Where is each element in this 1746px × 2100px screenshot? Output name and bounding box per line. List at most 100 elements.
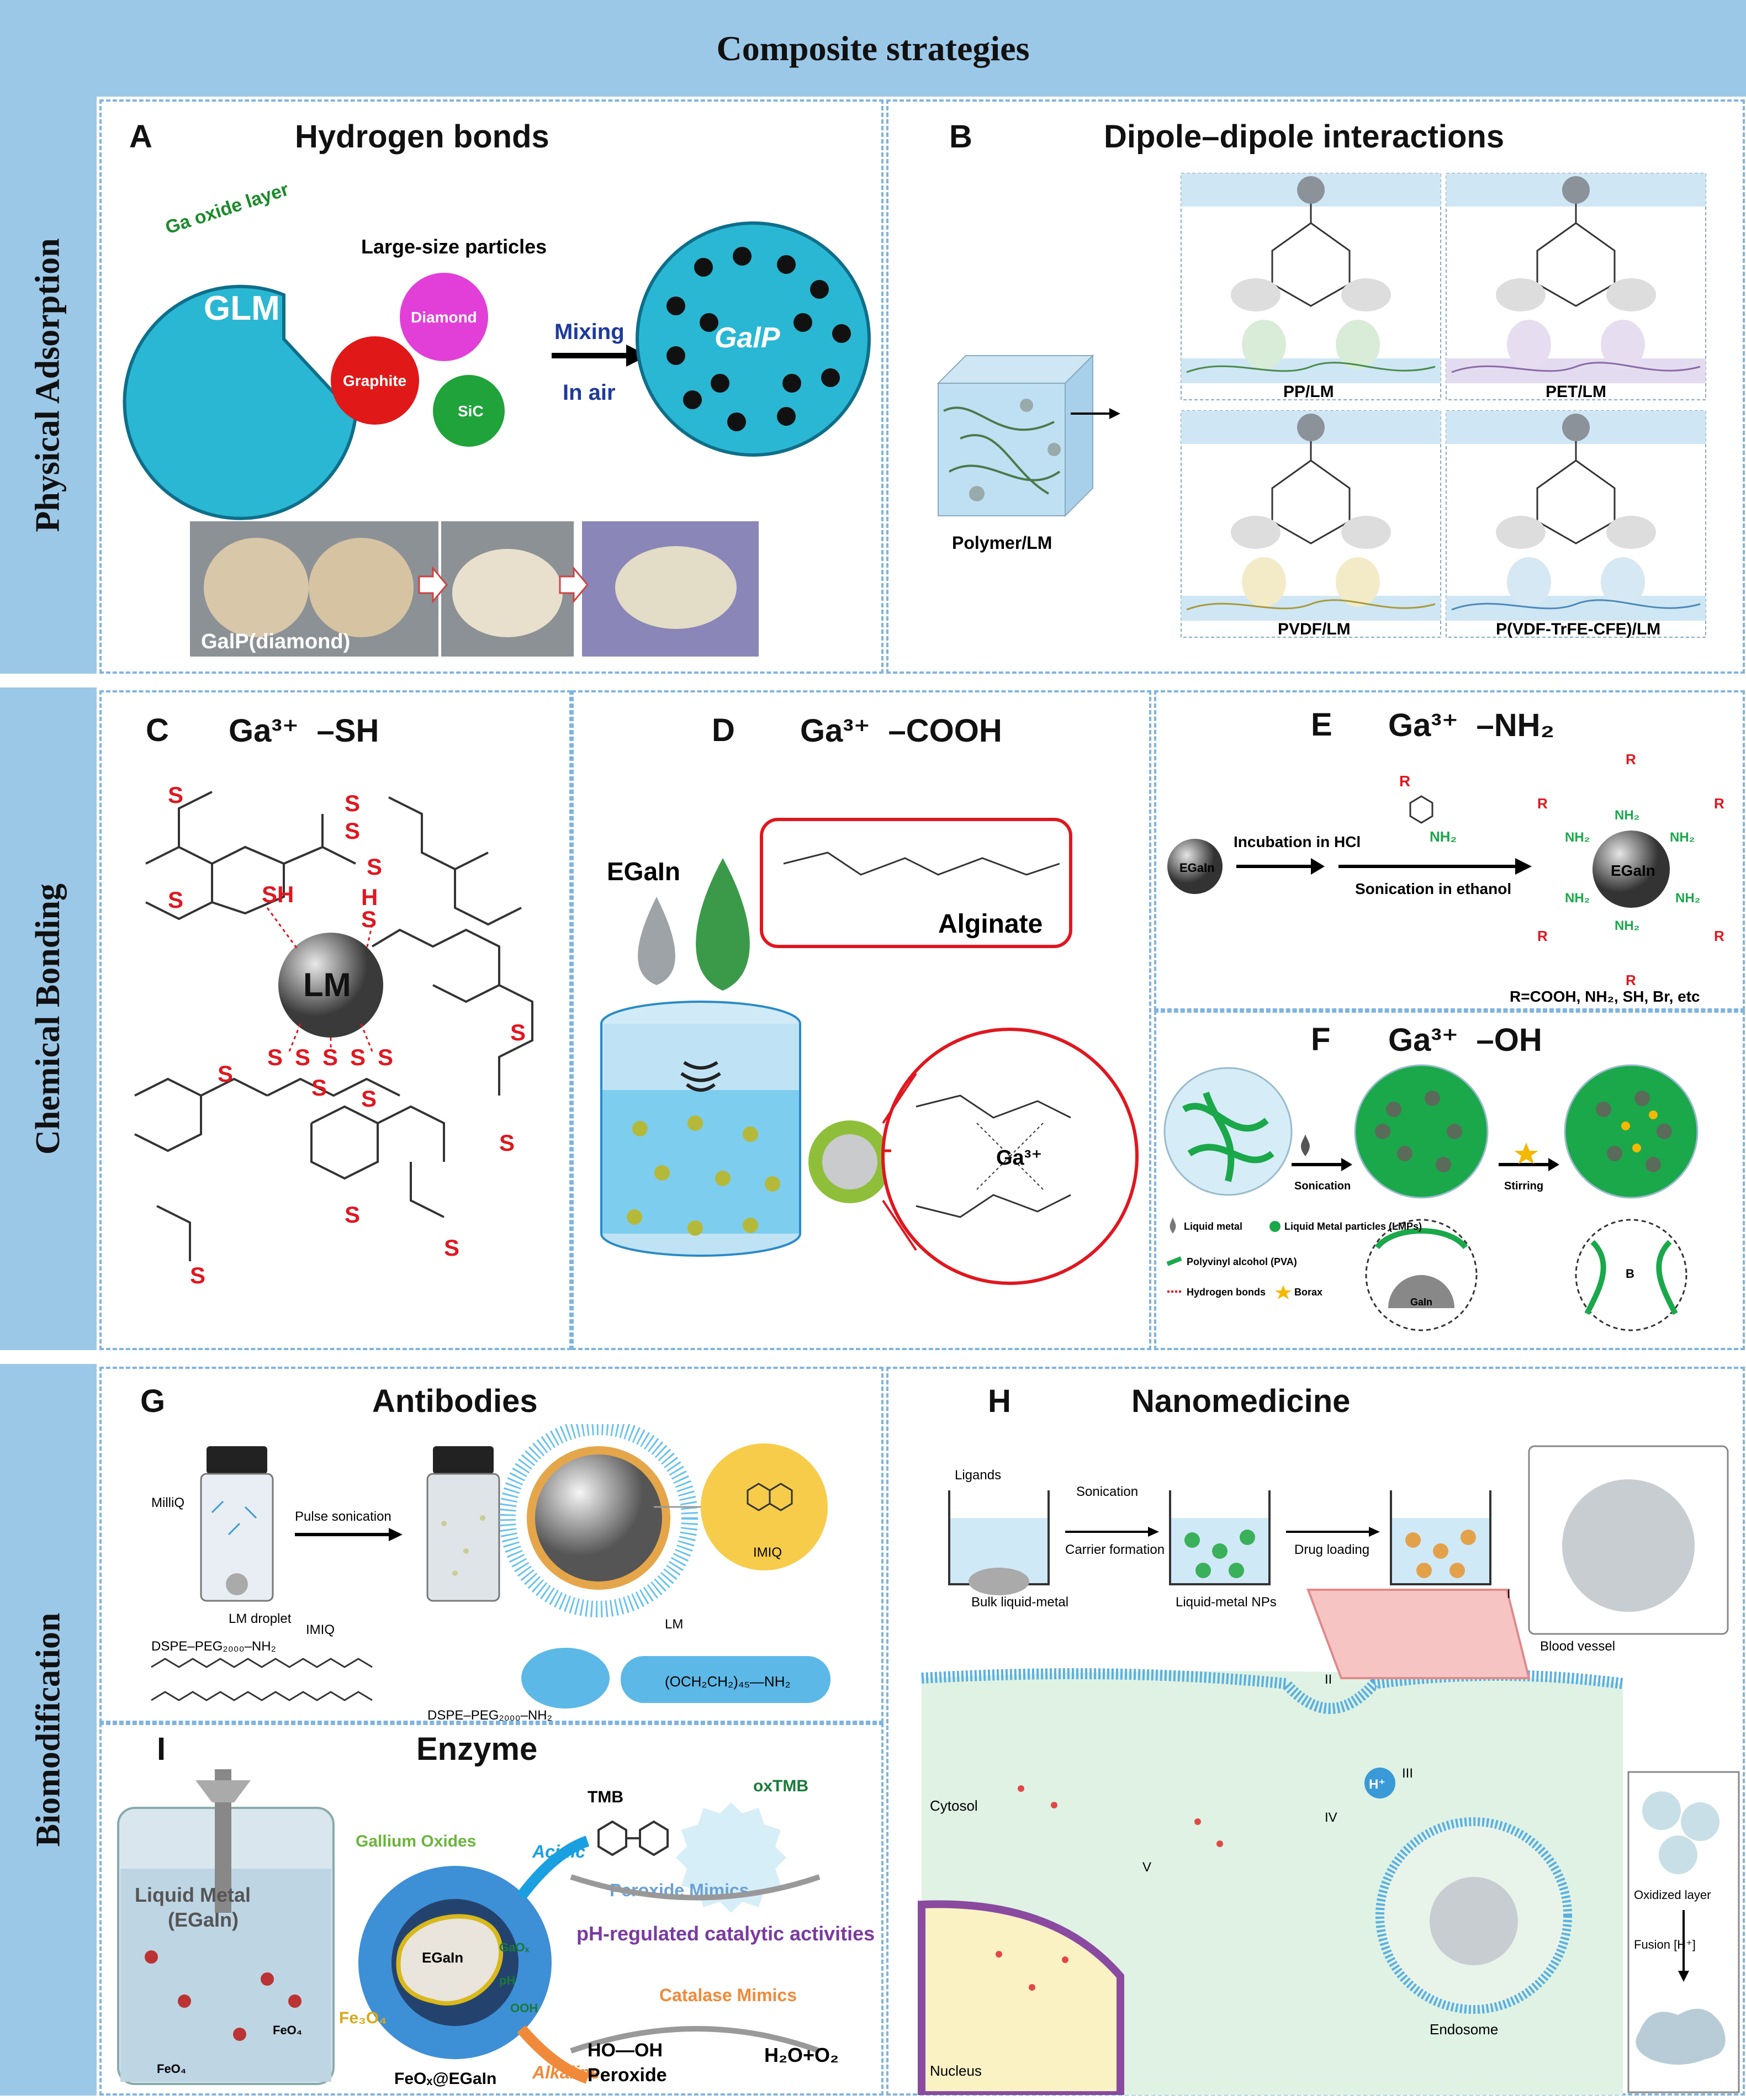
nucleus bbox=[918, 1900, 1124, 2095]
svg-text:S: S bbox=[350, 1044, 366, 1070]
ph-label: pH-regulated catalytic activities bbox=[576, 1922, 875, 1945]
r-groups: RRR RRR bbox=[1537, 751, 1724, 988]
panel-b-diagram: Polymer/LM PP/LM PET/LM bbox=[937, 173, 1706, 638]
panel-d-diagram: EGaIn Alginate Ga³⁺ bbox=[600, 818, 1139, 1285]
svg-text:SH: SH bbox=[262, 881, 294, 907]
acidic-label: Acidic bbox=[532, 1842, 585, 1861]
feox-label: FeOₓ@EGaIn bbox=[394, 2070, 496, 2088]
svg-text:Polyvinyl alcohol (PVA): Polyvinyl alcohol (PVA) bbox=[1187, 1256, 1297, 1267]
svg-text:R: R bbox=[1537, 928, 1548, 944]
svg-text:H: H bbox=[361, 884, 378, 910]
stirring-label: Stirring bbox=[1504, 1180, 1543, 1192]
lipid-tail-2 bbox=[151, 1691, 373, 1701]
svg-text:S: S bbox=[345, 818, 360, 844]
panel-letter: G bbox=[140, 1383, 166, 1419]
fused-cloud bbox=[1636, 2008, 1726, 2065]
blood-vessel bbox=[1306, 1589, 1531, 1679]
svg-text:R: R bbox=[1626, 751, 1636, 768]
pulse-label: Pulse sonication bbox=[295, 1509, 391, 1524]
sonication-label: Sonication bbox=[1294, 1180, 1351, 1192]
alginate-box bbox=[760, 818, 1072, 948]
mixing-label: Mixing bbox=[554, 320, 625, 344]
glm-shape bbox=[123, 284, 358, 520]
svg-text:R: R bbox=[1714, 795, 1724, 812]
svg-text:pH: pH bbox=[499, 1974, 515, 1987]
dspe-label: DSPE–PEG₂₀₀₀–NH₂ bbox=[427, 1708, 552, 1722]
panel-letter: H bbox=[988, 1383, 1011, 1419]
svg-text:S: S bbox=[218, 1061, 233, 1087]
egain-sphere-end bbox=[1592, 831, 1670, 908]
svg-text:FeO₄: FeO₄ bbox=[157, 2062, 186, 2076]
diamond-particle bbox=[400, 273, 488, 361]
svg-text:NH₂: NH₂ bbox=[1670, 830, 1695, 845]
carrier-label: Carrier formation bbox=[1065, 1542, 1165, 1557]
svg-text:NH₂: NH₂ bbox=[1615, 918, 1639, 933]
panel-e-diagram: EGaIn Incubation in HCl R NH₂ Sonication… bbox=[1167, 751, 1724, 1005]
panel-title: Ga³⁺ –COOH bbox=[800, 713, 1002, 749]
zoom-borax bbox=[1575, 1219, 1687, 1331]
glove-galp bbox=[615, 546, 737, 629]
r-definition: R=COOH, NH₂, SH, Br, etc bbox=[1510, 988, 1700, 1005]
peroxide-label: Peroxide bbox=[588, 2065, 667, 2086]
oxtmb-burst bbox=[676, 1802, 786, 1913]
svg-text:R: R bbox=[1399, 773, 1410, 790]
panel-e: E Ga³⁺ –NH₂ EGaIn Incubation in HCl R NH… bbox=[1154, 690, 1745, 1011]
svg-text:NH₂: NH₂ bbox=[1430, 828, 1457, 845]
panel-d: D Ga³⁺ –COOH EGaIn Alginate Ga³⁺ bbox=[572, 690, 1151, 1350]
alkaline-label: Alkaline bbox=[532, 2062, 600, 2082]
polymer-chains bbox=[943, 406, 1061, 495]
galp-ball-2 bbox=[309, 538, 414, 637]
svg-text:I: I bbox=[1507, 1586, 1511, 1601]
svg-text:S: S bbox=[367, 854, 382, 880]
egain-sphere-start bbox=[1167, 839, 1223, 894]
cell-pet: PET/LM bbox=[1446, 173, 1706, 401]
panel-title: Hydrogen bonds bbox=[295, 119, 549, 155]
svg-text:Borax: Borax bbox=[1294, 1287, 1322, 1298]
hooh-label: HO—OH bbox=[588, 2040, 663, 2061]
fusion-label: Fusion [H⁺] bbox=[1634, 1938, 1696, 1951]
panel-letter: C bbox=[146, 712, 169, 748]
photo-arrow-1 bbox=[418, 565, 448, 604]
svg-text:S: S bbox=[499, 1130, 515, 1156]
svg-text:Liquid Metal particles (LMPs): Liquid Metal particles (LMPs) bbox=[1284, 1221, 1422, 1232]
route-labels: I II III IV V bbox=[1142, 1586, 1511, 1875]
svg-text:Liquid metal: Liquid metal bbox=[1184, 1221, 1242, 1232]
section-chemical: Chemical Bonding bbox=[0, 687, 97, 1350]
drug-dots bbox=[996, 1785, 1223, 1991]
panel-title: Ga³⁺ –SH bbox=[229, 713, 379, 749]
hydrogel-network bbox=[1564, 1064, 1699, 1199]
tmb-molecule bbox=[597, 1820, 669, 1856]
cell-pvdf: PVDF/LM bbox=[1181, 410, 1441, 638]
panel-b: B Dipole–dipole interactions Polymer/LM … bbox=[886, 99, 1745, 674]
alginate-label: Alginate bbox=[938, 909, 1043, 939]
beaker-2 bbox=[1169, 1490, 1271, 1585]
galp-ball-1 bbox=[204, 538, 309, 637]
svg-text:H⁺: H⁺ bbox=[1369, 1777, 1385, 1792]
cube-label: Polymer/LM bbox=[952, 533, 1052, 553]
gallium-label: Gallium Oxides bbox=[356, 1832, 476, 1850]
oxide-label: Ga oxide layer bbox=[163, 179, 292, 239]
vessel-label: Blood vessel bbox=[1540, 1639, 1615, 1654]
diamond-label: Diamond bbox=[411, 309, 477, 326]
svg-text:S: S bbox=[378, 1044, 393, 1070]
cell-pp: PP/LM bbox=[1181, 173, 1441, 401]
photo-arrow-2 bbox=[559, 565, 589, 604]
svg-text:R: R bbox=[1714, 928, 1724, 944]
svg-text:III: III bbox=[1402, 1766, 1413, 1781]
product-label: H₂O+O₂ bbox=[764, 2044, 839, 2066]
panel-title: Enzyme bbox=[416, 1731, 538, 1767]
dspe-small-label: DSPE–PEG₂₀₀₀–NH₂ bbox=[151, 1639, 276, 1654]
lipid-tail-1 bbox=[151, 1658, 373, 1668]
panel-a: A Hydrogen bonds GLM Ga oxide layer Larg… bbox=[99, 99, 883, 674]
svg-text:R: R bbox=[1537, 795, 1548, 812]
svg-text:S: S bbox=[444, 1235, 459, 1261]
vial-2 bbox=[426, 1473, 500, 1602]
lm-sphere bbox=[278, 933, 383, 1038]
panel-title: Ga³⁺ –OH bbox=[1388, 1022, 1542, 1058]
large-particles-label: Large-size particles bbox=[361, 235, 547, 258]
svg-text:V: V bbox=[1142, 1860, 1151, 1875]
lm-label: LM bbox=[303, 966, 351, 1003]
panel-title: Dipole–dipole interactions bbox=[1104, 119, 1505, 155]
